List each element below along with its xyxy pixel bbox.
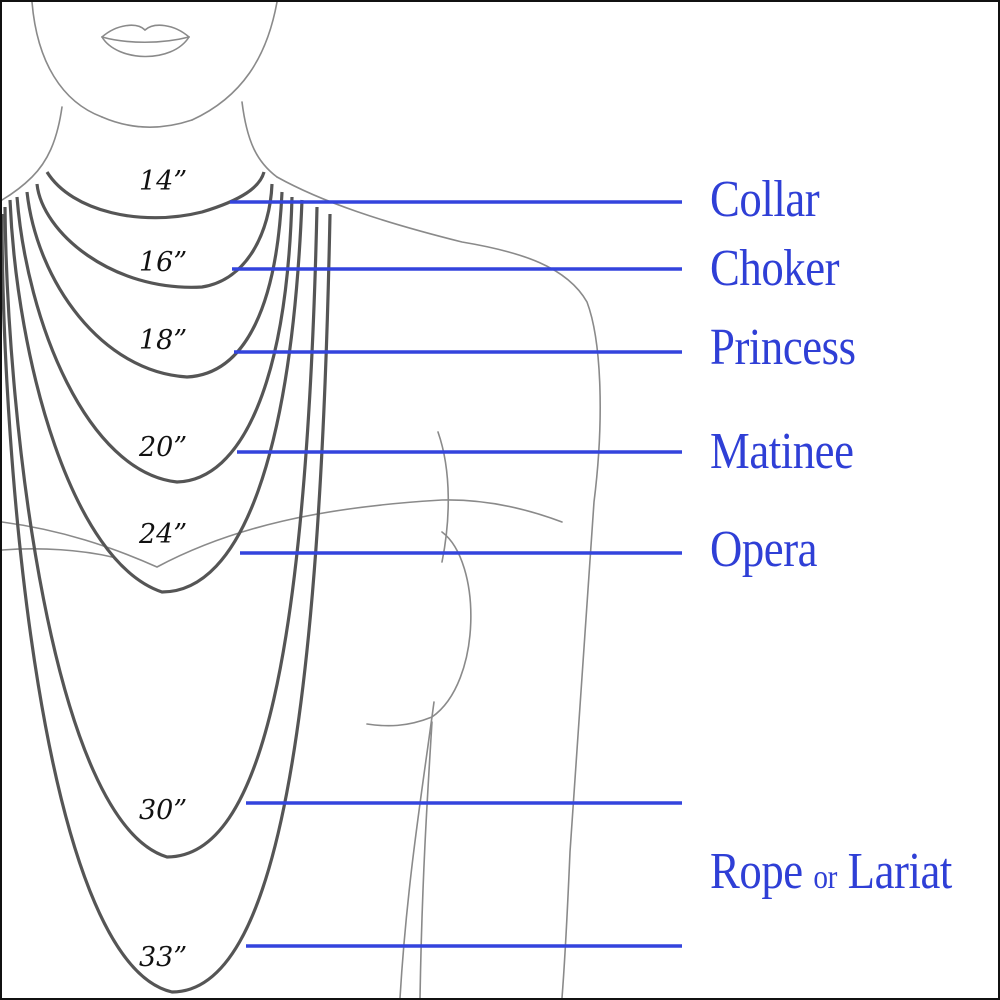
style-label-choker: Choker xyxy=(710,240,840,297)
neck-left xyxy=(2,106,63,201)
lower-lip xyxy=(101,36,190,58)
inner-arm-line xyxy=(419,721,433,998)
necklace-14 xyxy=(45,171,266,220)
lip-seam xyxy=(101,36,190,44)
necklace-24 xyxy=(8,199,304,594)
style-label-matinee: Matinee xyxy=(710,423,854,480)
length-label-14: 14” xyxy=(139,166,188,197)
chin-line xyxy=(101,116,193,128)
necklace-18 xyxy=(25,191,284,379)
length-label-18: 18” xyxy=(139,325,188,356)
torso-side-line xyxy=(399,701,435,998)
rope-label-connector: or xyxy=(813,859,837,896)
breast-curve xyxy=(366,531,472,727)
garment-left-line xyxy=(2,548,113,558)
upper-lip xyxy=(101,24,190,38)
jaw-left-line xyxy=(31,2,103,118)
style-label-princess: Princess xyxy=(710,319,856,376)
length-label-33: 33” xyxy=(139,942,188,973)
arm-inner-line xyxy=(437,431,450,563)
style-label-opera: Opera xyxy=(710,521,818,578)
necklace-33 xyxy=(2,213,332,994)
necklace-20 xyxy=(15,196,294,484)
length-label-16: 16” xyxy=(139,247,188,278)
neckline-garment xyxy=(2,499,563,568)
style-label-rope: Rope or Lariat xyxy=(710,842,952,901)
length-label-20: 20” xyxy=(139,432,188,463)
rope-label-end: Lariat xyxy=(847,843,953,900)
necklace-30 xyxy=(3,206,319,859)
jaw-right-line xyxy=(191,2,278,121)
rope-label-main: Rope xyxy=(710,843,803,900)
style-label-collar: Collar xyxy=(710,171,820,228)
shoulder-line xyxy=(276,176,601,998)
length-label-24: 24” xyxy=(139,519,188,550)
length-label-30: 30” xyxy=(139,795,188,826)
neck-right xyxy=(241,101,278,178)
necklace-16 xyxy=(35,183,274,289)
